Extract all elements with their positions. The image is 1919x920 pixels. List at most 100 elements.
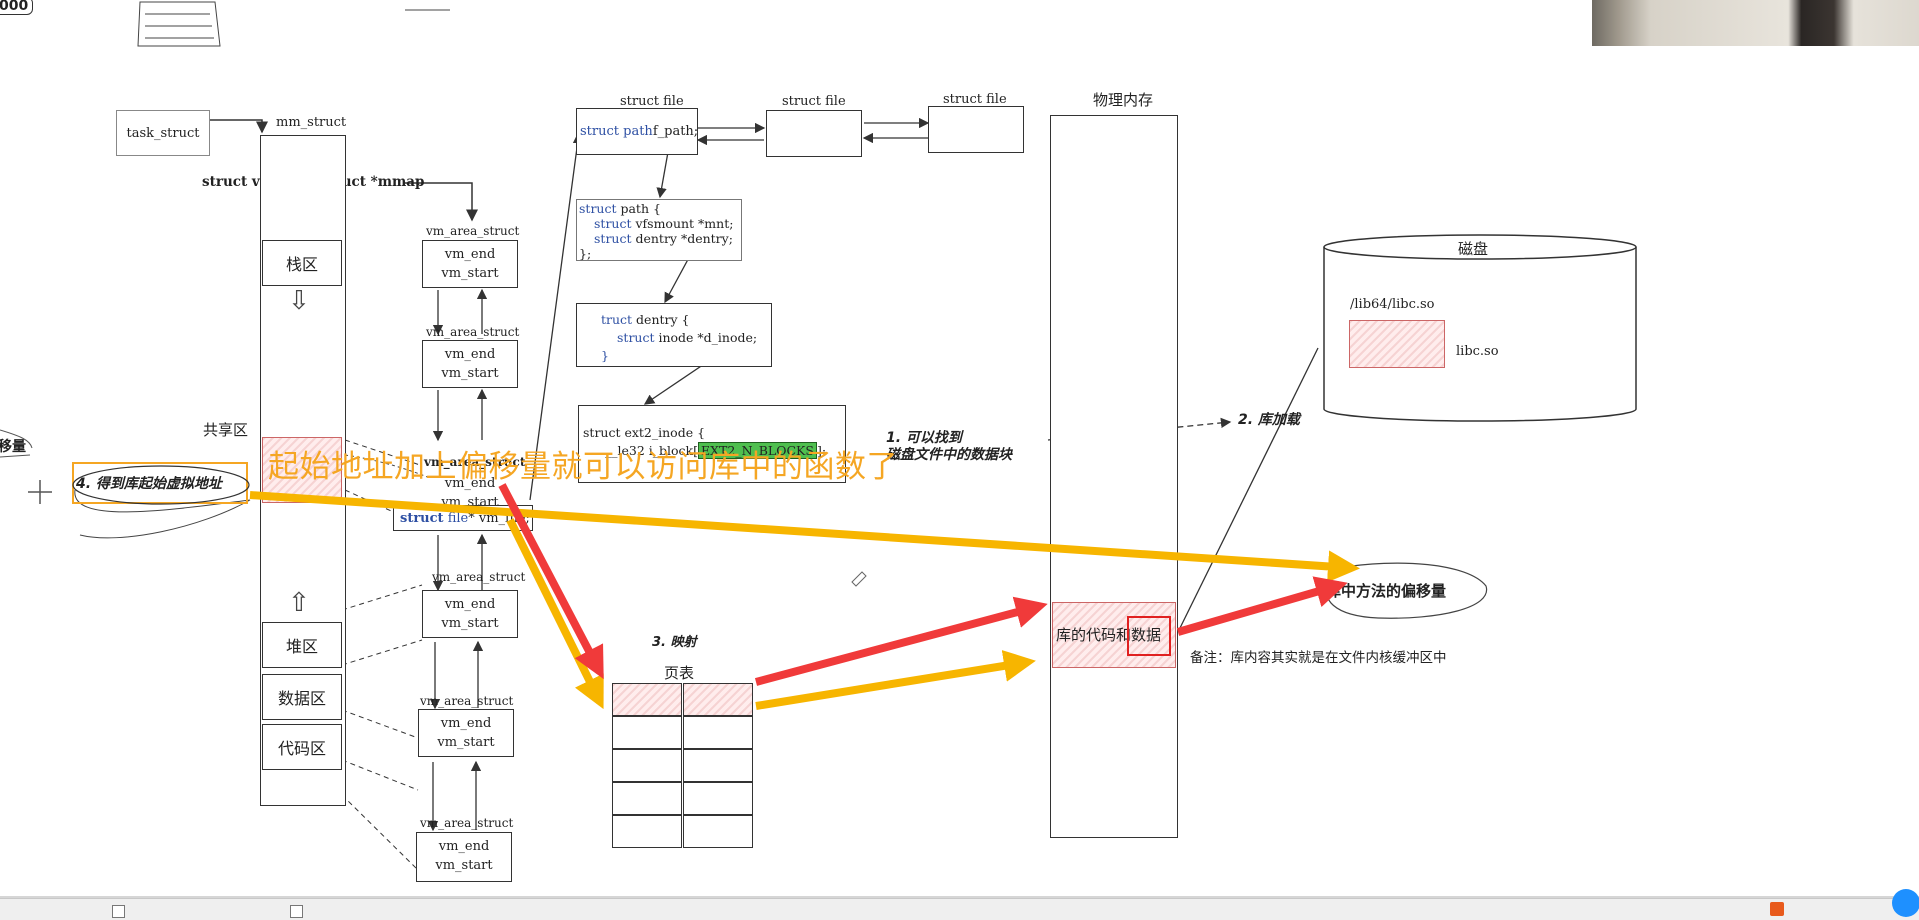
vma-start-6: vm_start [435, 858, 493, 873]
inode-line2-a: __le32 i_block[ [605, 443, 698, 458]
ext2-n-blocks-highlight: EXT2_N_BLOCKS [698, 442, 817, 459]
path-line3-rest: dentry *dentry; [631, 231, 733, 246]
function-offset-marker [1127, 616, 1171, 656]
vma-box-6: vm_end vm_start [416, 832, 512, 882]
vma-box-2: vm_end vm_start [422, 340, 518, 388]
library-code-data-label: 库的代码和数据 [1056, 626, 1162, 644]
disk-shape [1323, 234, 1637, 422]
struct-file-box-2 [766, 110, 862, 157]
stack-region-label: 栈区 [285, 255, 318, 274]
physical-memory-title: 物理内存 [1093, 91, 1154, 109]
libc-file-block [1349, 320, 1445, 368]
step4-label: 4. 得到库起始虚拟地址 [76, 476, 222, 492]
page-table-cell-3-0 [612, 782, 682, 815]
code-region-label: 代码区 [277, 739, 326, 758]
page-table-cell-3-1 [683, 782, 753, 815]
vma-box-1: vm_end vm_start [422, 240, 518, 288]
dentry-line1-rest: dentry { [632, 312, 690, 327]
page-table-cell-1-0 [612, 716, 682, 749]
mm-struct-label: mm_struct [276, 115, 347, 130]
data-region-label: 数据区 [277, 689, 326, 708]
vma-end-6: vm_end [438, 839, 490, 854]
ext2-inode-box: struct ext2_inode { __le32 i_block[EXT2_… [578, 405, 846, 483]
top-fragment-box: 000 [0, 0, 34, 15]
vma-title-3: vm_area_struct [424, 455, 526, 469]
heap-region: 堆区 [262, 622, 342, 668]
vma-end-3: vm_end [444, 476, 496, 491]
path-line1-kw: struct [579, 201, 617, 216]
partial-offset-label: 移量 [0, 439, 26, 455]
code-region: 代码区 [262, 724, 342, 770]
step4-ellipse [72, 465, 250, 505]
vm-file-kw2: file [447, 510, 469, 526]
webcam-thumbnail [1592, 0, 1919, 46]
struct-file-title-3: struct file [943, 92, 1007, 107]
struct-file-title-1: struct file [620, 94, 684, 109]
heap-region-label: 堆区 [285, 637, 318, 656]
vm-file-kw1: struct [400, 510, 444, 526]
inode-line1: struct ext2_inode { [583, 425, 706, 440]
path-line4: }; [579, 246, 592, 261]
vma-title-6: vm_area_struct [420, 816, 514, 830]
page-table-cell-1-1 [683, 716, 753, 749]
page-table-cell-4-1 [683, 815, 753, 848]
disk-cylinder [1322, 233, 1638, 423]
dentry-struct-box: truct dentry { struct inode *d_inode; } [576, 303, 772, 367]
page-table-cell-0-1 [683, 683, 753, 716]
vma-start-1: vm_start [441, 266, 499, 281]
path-line2-rest: vfsmount *mnt; [631, 216, 734, 231]
overlay-caption: 起始地址加上偏移量就可以访问库中的函数了 [268, 449, 898, 485]
vma-end-5: vm_end [440, 716, 492, 731]
status-checkbox-icon[interactable] [112, 905, 125, 918]
library-code-data-block [1052, 602, 1176, 668]
vm-file-rest: * vm_file; [468, 510, 530, 526]
vma-title-4: vm_area_struct [432, 570, 526, 584]
page-table-cell-2-0 [612, 749, 682, 782]
vma-start-2: vm_start [441, 366, 499, 381]
vma-end-2: vm_end [444, 347, 496, 362]
step2-label: 2. 库加载 [1238, 412, 1300, 428]
step1-line2: 磁盘文件中的数据块 [886, 447, 1012, 463]
vma-end-4: vm_end [444, 597, 496, 612]
vma-start-4: vm_start [441, 616, 499, 631]
data-region: 数据区 [262, 674, 342, 720]
step1-line1: 1. 可以找到 [886, 430, 962, 446]
task-struct-label: task_struct [126, 125, 200, 141]
struct-file-box-3 [928, 106, 1024, 153]
f-path-kw2: path [623, 124, 653, 139]
page-table-title: 页表 [664, 664, 695, 682]
path-line2-kw: struct [594, 216, 632, 231]
inode-line2-b: ]; [816, 443, 827, 458]
status-checkbox-icon-2[interactable] [290, 905, 303, 918]
page-table-cell-0-0 [612, 683, 682, 716]
stack-down-arrow-icon: ⇩ [288, 286, 310, 316]
tray-icon-blue[interactable] [1892, 889, 1919, 917]
vma-title-5: vm_area_struct [420, 694, 514, 708]
horizontal-scrollbar[interactable] [0, 896, 1919, 899]
dentry-line2-kw: struct [617, 330, 655, 345]
vm-file-box: struct file * vm_file; [393, 505, 533, 531]
vma-title-1: vm_area_struct [426, 224, 520, 238]
stack-region: 栈区 [262, 240, 342, 286]
struct-file-title-2: struct file [782, 94, 846, 109]
disk-title: 磁盘 [1458, 240, 1489, 258]
disk-path-label: /lib64/libc.so [1350, 297, 1435, 312]
dentry-line2-rest: inode *d_inode; [654, 330, 758, 345]
vma-title-2: vm_area_struct [426, 325, 520, 339]
path-line3-kw: struct [594, 231, 632, 246]
app-tray-icon[interactable] [1770, 902, 1784, 916]
path-struct-box: struct path { struct vfsmount *mnt; stru… [576, 199, 742, 261]
libc-file-label: libc.so [1456, 344, 1499, 359]
struct-file-box-1: struct path f_path; [576, 108, 698, 155]
page-table-cell-2-1 [683, 749, 753, 782]
step1-label: 1. 可以找到 磁盘文件中的数据块 [886, 430, 1012, 464]
physical-memory-column [1050, 115, 1178, 838]
vma-end-1: vm_end [444, 247, 496, 262]
path-line1-rest: path { [616, 201, 661, 216]
vma-box-4: vm_end vm_start [422, 590, 518, 638]
shared-region-label: 共享区 [203, 421, 249, 439]
f-path-rest: f_path; [652, 124, 699, 139]
bottom-status-bar [0, 889, 1919, 920]
